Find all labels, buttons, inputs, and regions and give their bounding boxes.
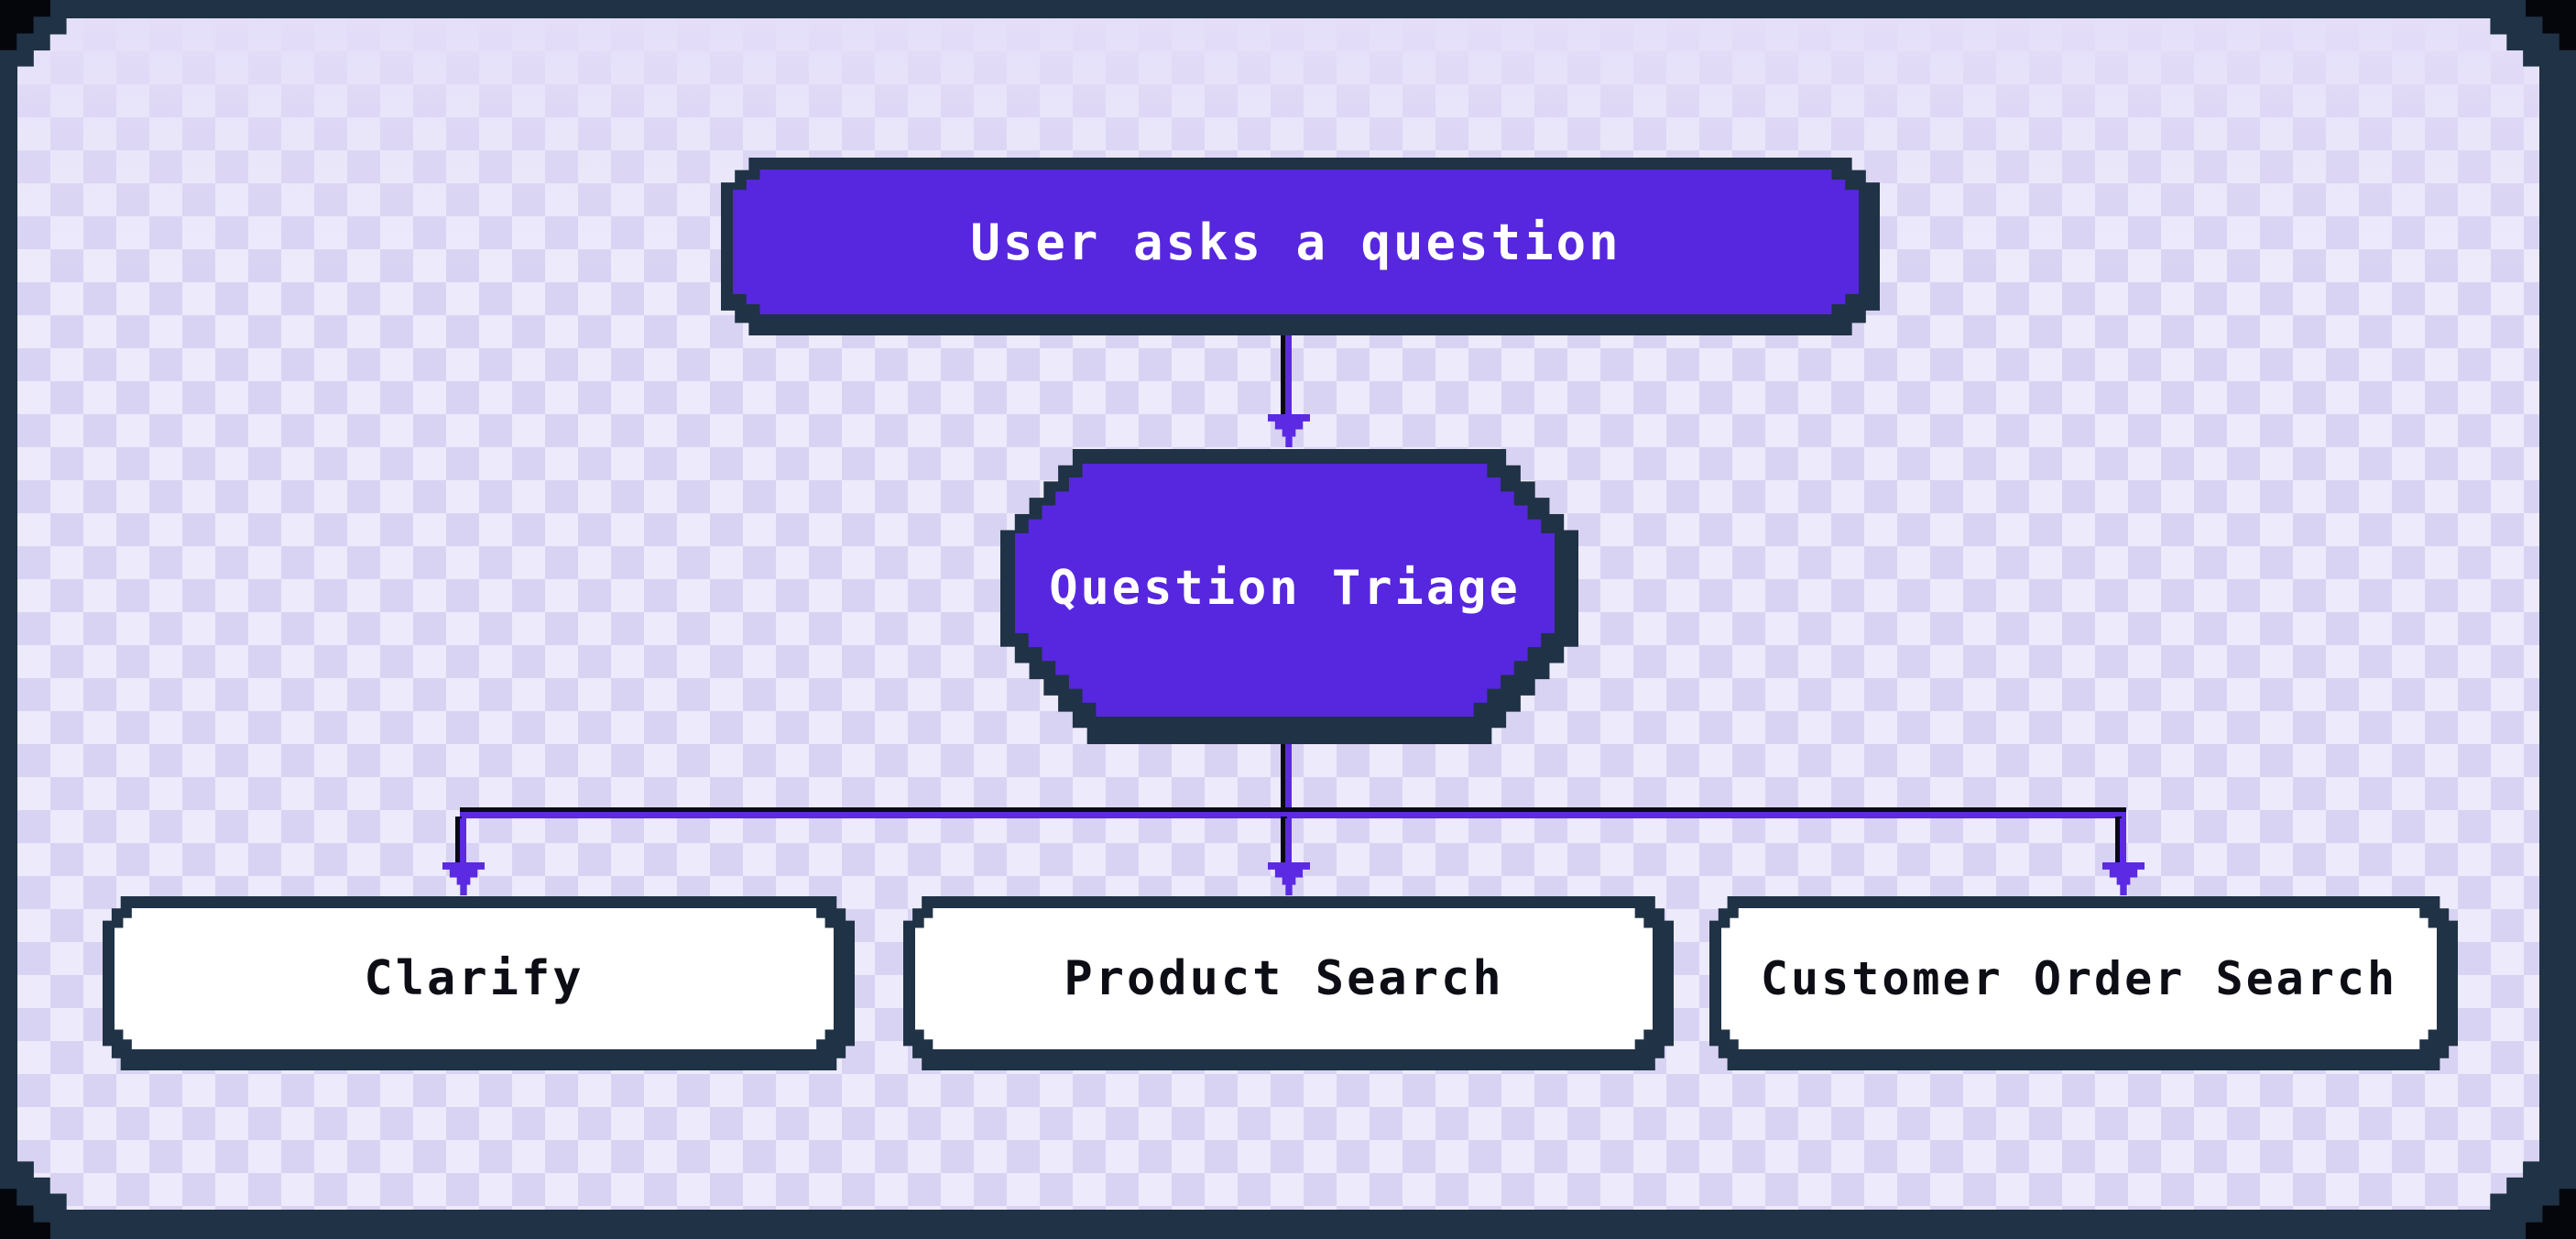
node-user-asks-a-question: User asks a question (721, 158, 1880, 335)
node-fill (733, 170, 1859, 314)
node-product-search: Product Search (903, 896, 1674, 1070)
node-label: Product Search (1064, 951, 1504, 1006)
node-fill (915, 908, 1653, 1049)
node-label: Customer Order Search (1760, 952, 2398, 1005)
node-fill (1015, 464, 1555, 717)
edge-triage-trunk (1285, 742, 1292, 812)
node-label: User asks a question (970, 213, 1621, 271)
edge-start-to-triage (1285, 335, 1292, 418)
edge-triage-to-product-search (1285, 818, 1292, 866)
node-customer-order-search: Customer Order Search (1709, 896, 2458, 1070)
node-label: Question Triage (1049, 561, 1521, 616)
edge-triage-to-customer-order-search (2120, 818, 2126, 866)
node-clarify: Clarify (103, 896, 855, 1070)
node-fill (115, 908, 834, 1049)
node-question-triage: Question Triage (1000, 449, 1578, 744)
edge-branch-bar (460, 812, 2126, 818)
edge-triage-to-clarify (460, 818, 466, 866)
node-fill (1721, 908, 2437, 1049)
node-label: Clarify (364, 951, 584, 1006)
